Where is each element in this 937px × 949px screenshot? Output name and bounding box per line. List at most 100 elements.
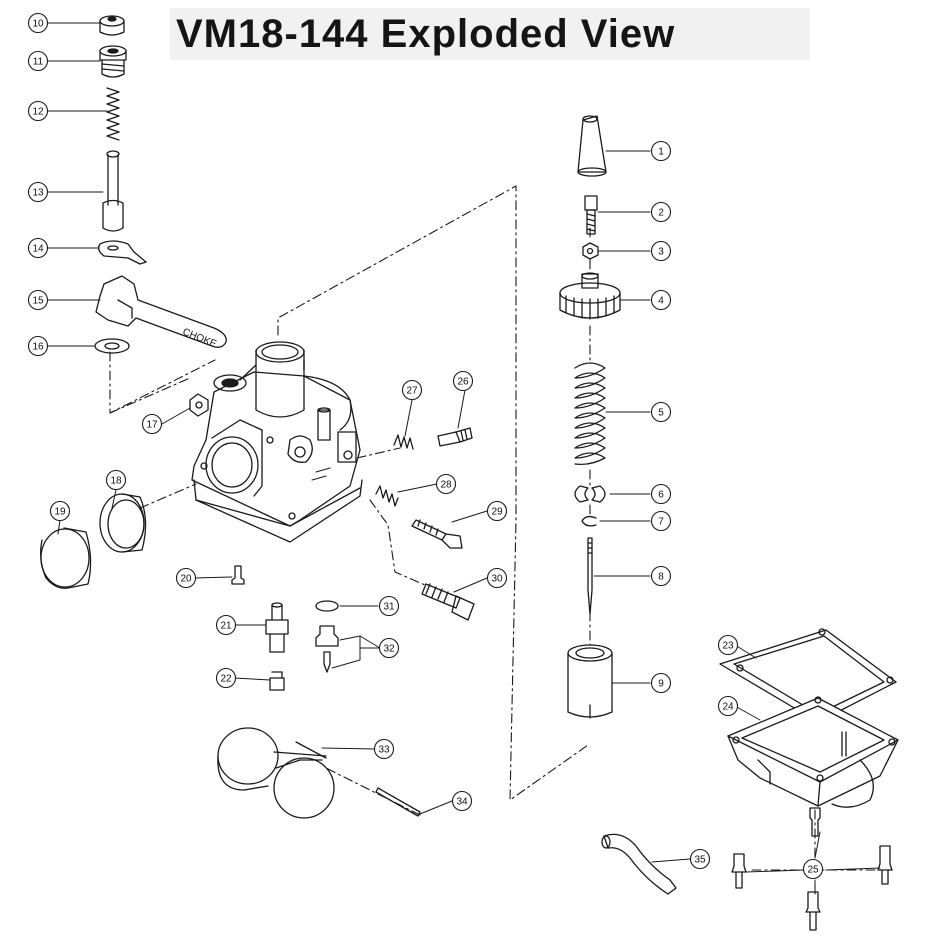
callout-4: 4 xyxy=(650,289,672,311)
callout-16: 16 xyxy=(27,335,49,357)
callout-number: 26 xyxy=(457,377,469,388)
choke-lever-label: CHOKE xyxy=(181,327,218,351)
callout-circle xyxy=(378,637,400,659)
callout-circle xyxy=(175,567,197,589)
callout-circle xyxy=(802,858,824,880)
callout-number: 19 xyxy=(54,507,66,518)
part-9-throttle-slide xyxy=(567,644,613,719)
callout-circle xyxy=(27,12,49,34)
callout-circle xyxy=(141,413,163,435)
callout-number: 8 xyxy=(658,572,664,583)
callout-number: 21 xyxy=(220,621,232,632)
part-7-e-clip xyxy=(581,515,597,527)
part-26-screw xyxy=(437,427,473,447)
callout-28: 28 xyxy=(435,473,457,495)
callout-number: 10 xyxy=(32,19,44,30)
callout-number: 28 xyxy=(440,480,452,491)
assembly-guide-lines xyxy=(109,185,881,896)
callout-3: 3 xyxy=(650,240,672,262)
part-5-throttle-spring xyxy=(574,362,606,466)
part-10-cap xyxy=(99,15,125,36)
callout-circle xyxy=(27,100,49,122)
callout-number: 18 xyxy=(110,476,122,487)
callout-23: 23 xyxy=(717,634,739,656)
callout-circle xyxy=(49,500,71,522)
part-13-starter-plunger xyxy=(102,150,124,232)
callout-circle xyxy=(650,240,672,262)
part-35-overflow-tube xyxy=(601,833,677,895)
part-24-float-chamber xyxy=(727,696,899,808)
callout-number: 30 xyxy=(491,574,503,585)
callout-5: 5 xyxy=(650,401,672,423)
callout-2: 2 xyxy=(650,201,672,223)
part-23-gasket xyxy=(719,628,897,723)
callout-9: 9 xyxy=(650,672,672,694)
callout-20: 20 xyxy=(175,567,197,589)
callout-number: 7 xyxy=(658,517,664,528)
leader-lines xyxy=(47,22,881,893)
callout-8: 8 xyxy=(650,565,672,587)
callout-31: 31 xyxy=(378,595,400,617)
part-17-nut xyxy=(189,393,209,417)
callout-25: 25 xyxy=(802,858,824,880)
callout-number: 17 xyxy=(146,420,158,431)
callout-6: 6 xyxy=(650,483,672,505)
callout-circle xyxy=(650,201,672,223)
part-6-retainer-plate xyxy=(574,485,606,503)
carburetor-body xyxy=(191,341,363,543)
part-31-o-ring xyxy=(315,600,339,612)
callout-number: 15 xyxy=(32,296,44,307)
callout-circle xyxy=(717,634,739,656)
callout-number: 4 xyxy=(658,296,664,307)
callout-12: 12 xyxy=(27,100,49,122)
part-4-top-cap xyxy=(559,272,621,320)
callout-17: 17 xyxy=(141,413,163,435)
callout-number: 13 xyxy=(32,188,44,199)
callout-33: 33 xyxy=(373,738,395,760)
part-16-washer xyxy=(94,338,130,354)
callout-22: 22 xyxy=(215,667,237,689)
callout-number: 12 xyxy=(32,107,44,118)
part-2-cable-adjuster xyxy=(584,195,598,235)
callout-34: 34 xyxy=(451,790,473,812)
callout-circle xyxy=(373,738,395,760)
part-19-rubber-sleeve xyxy=(40,527,92,589)
callout-number: 29 xyxy=(491,507,503,518)
callout-circle xyxy=(486,500,508,522)
callout-7: 7 xyxy=(650,510,672,532)
part-29-pilot-screw xyxy=(411,519,463,549)
part-18-clamp-band xyxy=(99,493,147,553)
callout-14: 14 xyxy=(27,237,49,259)
callout-number: 27 xyxy=(406,386,418,397)
callout-19: 19 xyxy=(49,500,71,522)
callout-circle xyxy=(105,469,127,491)
callout-circle xyxy=(717,695,739,717)
callout-26: 26 xyxy=(452,370,474,392)
callout-number: 1 xyxy=(658,147,664,158)
part-34-float-pin xyxy=(375,787,421,817)
callout-number: 3 xyxy=(658,247,664,258)
callout-circle xyxy=(650,140,672,162)
part-12-starter-spring xyxy=(106,87,120,141)
part-30-throttle-stop-screw xyxy=(421,583,475,621)
part-1-rubber-cap xyxy=(577,115,607,177)
callout-35: 35 xyxy=(689,848,711,870)
callout-labels: 1234567891011121314151617181920212223242… xyxy=(27,12,824,880)
callout-21: 21 xyxy=(215,614,237,636)
callout-number: 14 xyxy=(32,244,44,255)
part-28-spring xyxy=(375,485,399,507)
diagram-title-banner: VM18-144 Exploded View xyxy=(170,8,810,60)
diagram-title: VM18-144 Exploded View xyxy=(176,12,676,56)
callout-circle xyxy=(486,567,508,589)
callout-circle xyxy=(650,483,672,505)
callout-circle xyxy=(650,289,672,311)
part-21-needle-jet xyxy=(265,602,289,653)
callout-27: 27 xyxy=(401,379,423,401)
callout-24: 24 xyxy=(717,695,739,717)
callout-circle xyxy=(435,473,457,495)
callout-15: 15 xyxy=(27,289,49,311)
callout-13: 13 xyxy=(27,181,49,203)
callout-circle xyxy=(650,401,672,423)
callout-number: 24 xyxy=(722,702,734,713)
callout-circle xyxy=(650,565,672,587)
